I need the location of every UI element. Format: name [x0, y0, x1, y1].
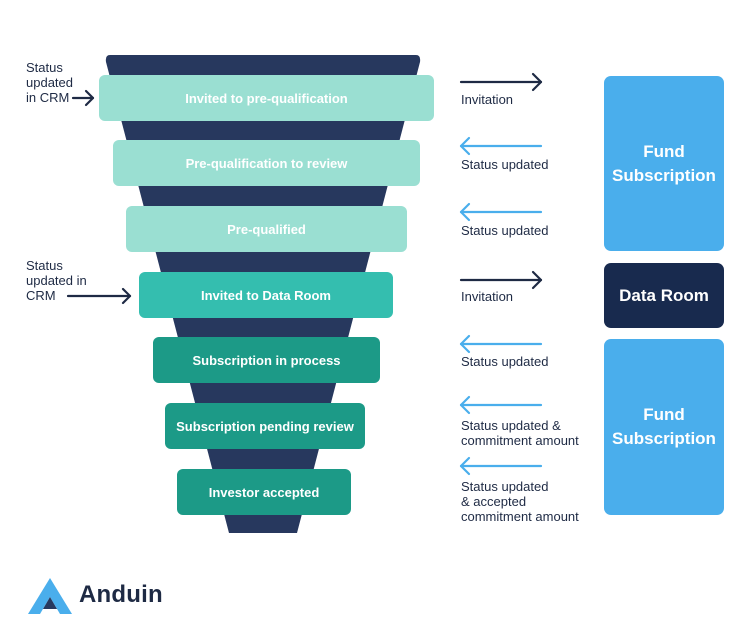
arrow-label-line: Invitation	[461, 289, 514, 304]
flow-arrow-right	[459, 72, 543, 92]
stage-label: Subscription in process	[192, 352, 341, 368]
arrow-label-5: Status updated	[461, 354, 548, 369]
crm-note-1: Status updated in CRM	[26, 60, 73, 105]
crm-note-line: Status	[26, 60, 63, 75]
arrow-label-3: Status updated	[461, 223, 548, 238]
box-line: Fund	[643, 405, 685, 424]
anduin-logo-icon	[28, 578, 72, 614]
crm-note-line: CRM	[26, 288, 56, 303]
arrow-label-1: Invitation	[461, 92, 513, 107]
stage-label: Subscription pending review	[176, 418, 354, 434]
crm-arrow-1	[71, 89, 95, 107]
stage-label: Pre-qualified	[227, 221, 306, 237]
stage-investor-accepted: Investor accepted	[177, 469, 351, 515]
arrow-label-line: Status updated	[461, 354, 549, 369]
arrow-label-4: Invitation	[461, 289, 513, 304]
arrow-label-2: Status updated	[461, 157, 548, 172]
arrow-label-line: Status updated	[461, 479, 549, 494]
arrow-label-line: commitment amount	[461, 433, 579, 448]
stage-label: Pre-qualification to review	[185, 155, 348, 171]
data-room-box: Data Room	[604, 263, 724, 328]
flow-arrow-left	[459, 395, 543, 415]
stage-pre-qualification-to-review: Pre-qualification to review	[113, 140, 420, 186]
crm-note-line: updated	[26, 75, 73, 90]
flow-arrow-left	[459, 334, 543, 354]
stage-label: Invited to pre-qualification	[185, 90, 348, 106]
fund-subscription-box-top: Fund Subscription	[604, 76, 724, 251]
crm-arrow-2	[66, 287, 132, 305]
stage-pre-qualified: Pre-qualified	[126, 206, 407, 252]
arrow-label-line: Invitation	[461, 92, 514, 107]
crm-note-line: Status	[26, 258, 63, 273]
box-line: Fund	[643, 141, 685, 161]
stage-invited-to-data-room: Invited to Data Room	[139, 272, 393, 318]
box-line: Subscription	[612, 165, 716, 185]
brand-name: Anduin	[79, 581, 163, 608]
box-line: Subscription	[612, 429, 716, 448]
stage-label: Invited to Data Room	[200, 287, 331, 303]
arrow-label-line: Status updated	[461, 157, 549, 172]
arrow-label-line: Status updated &	[461, 418, 561, 433]
stage-invited-to-pre-qualification: Invited to pre-qualification	[99, 75, 434, 121]
crm-note-line: in CRM	[26, 90, 70, 105]
stage-label: Investor accepted	[208, 484, 320, 500]
flow-arrow-left	[459, 136, 543, 156]
crm-note-line: updated in	[26, 273, 87, 288]
arrow-label-7: Status updated & accepted commitment amo…	[461, 479, 579, 524]
flow-arrow-left	[459, 202, 543, 222]
arrow-label-6: Status updated & commitment amount	[461, 418, 579, 448]
box-line: Data Room	[619, 285, 709, 305]
arrow-label-line: commitment amount	[461, 509, 579, 524]
fund-subscription-box-bottom: Fund Subscription	[604, 339, 724, 515]
arrow-label-line: Status updated	[461, 223, 549, 238]
stage-subscription-pending-review: Subscription pending review	[165, 403, 365, 449]
flow-arrow-right	[459, 270, 543, 290]
crm-note-2: Status updated in CRM	[26, 258, 87, 303]
stage-subscription-in-process: Subscription in process	[153, 337, 380, 383]
arrow-label-line: & accepted	[461, 494, 527, 509]
flow-arrow-left	[459, 456, 543, 476]
